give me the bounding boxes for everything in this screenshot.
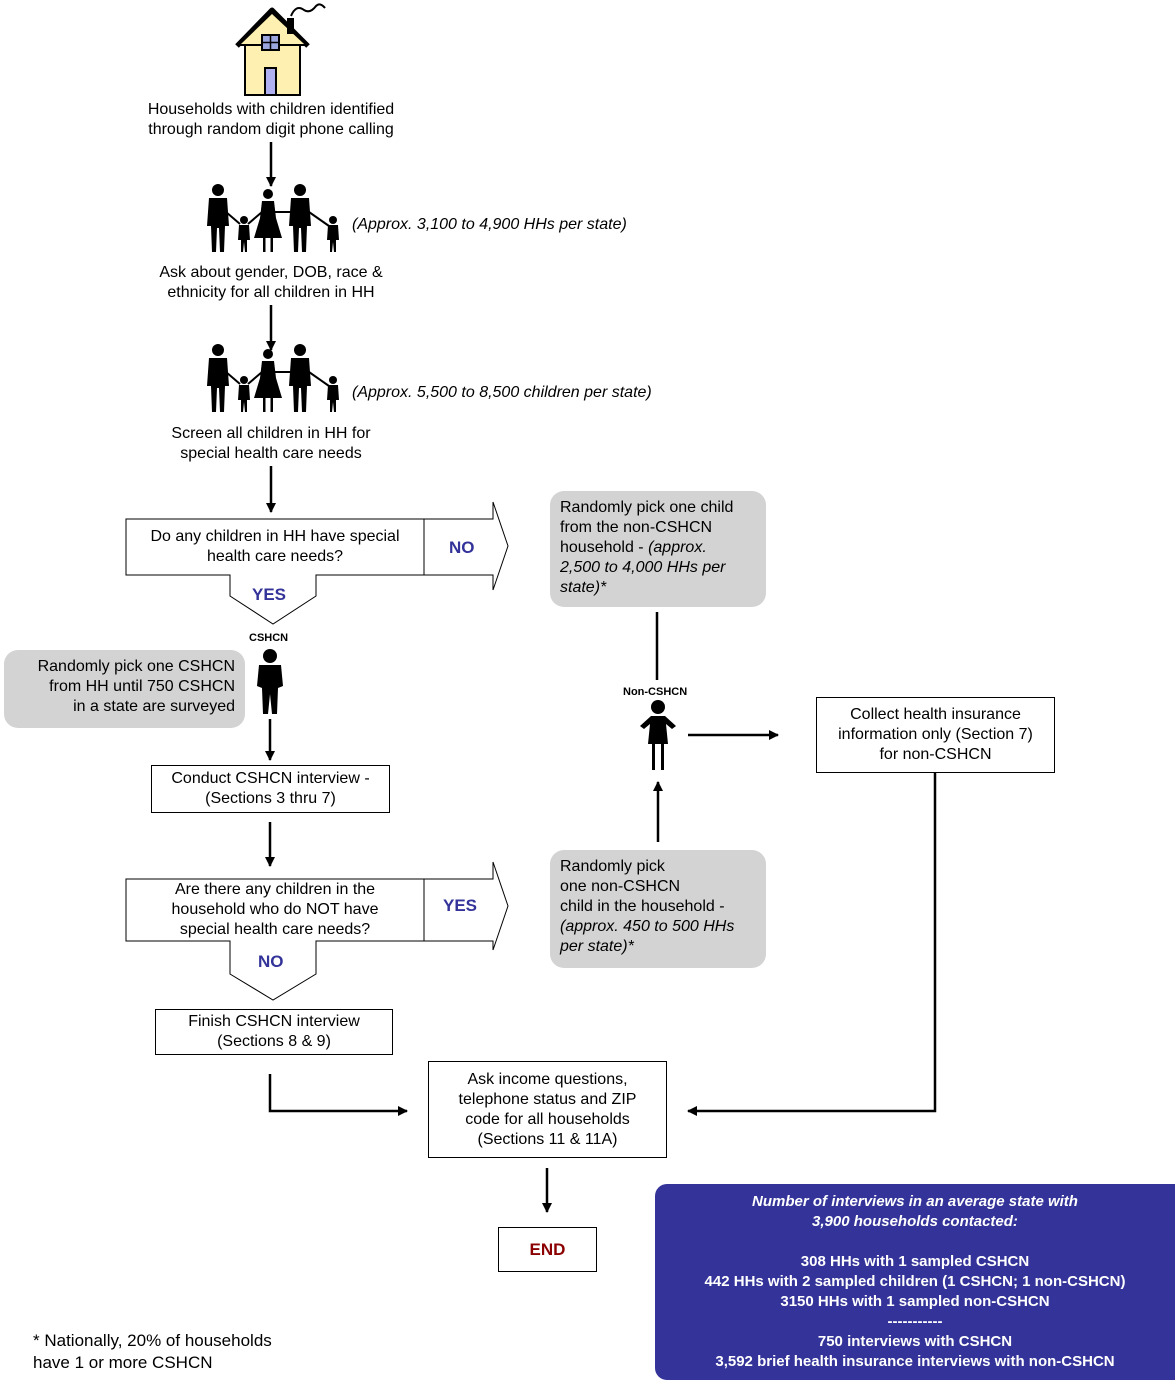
yes-label: YES <box>443 896 478 915</box>
decision-shape <box>125 861 509 1001</box>
pick-non-cshcn-child-box: Randomly pick one non-CSHCN child in the… <box>550 850 766 968</box>
interview-summary-panel: Number of interviews in an average state… <box>655 1184 1175 1380</box>
no-label: NO <box>449 538 475 557</box>
family-icon <box>207 184 339 252</box>
hh-count-note: (Approx. 3,100 to 4,900 HHs per state) <box>352 216 627 233</box>
decision-special-needs: Do any children in HH have special healt… <box>150 528 400 565</box>
elbow-arrow <box>687 773 937 1116</box>
yes-label: YES <box>252 585 287 604</box>
children-count-note: (Approx. 5,500 to 8,500 children per sta… <box>352 384 652 401</box>
decision-shape <box>125 501 509 625</box>
child-figure-icon <box>257 649 283 714</box>
cshcn-label: CSHCN <box>249 632 289 644</box>
step-ask-demographics: Ask about gender, DOB, race & ethnicity … <box>159 264 383 301</box>
pick-non-cshcn-box: Randomly pick one child from the non-CSH… <box>550 491 766 607</box>
income-questions-box: Ask income questions, telephone status a… <box>428 1061 667 1158</box>
no-label: NO <box>258 952 284 971</box>
end-box: END <box>498 1227 597 1272</box>
decision-non-cshcn: Are there any children in the household … <box>171 881 379 938</box>
elbow-arrow <box>268 1074 408 1116</box>
family-icon <box>207 344 339 412</box>
girl-figure-icon <box>640 700 676 770</box>
collect-insurance-box: Collect health insurance information onl… <box>816 697 1055 773</box>
step-households: Households with children identified thro… <box>147 101 395 138</box>
step-screen-children: Screen all children in HH for special he… <box>171 425 371 462</box>
conduct-interview-box: Conduct CSHCN interview - (Sections 3 th… <box>151 765 390 813</box>
footnote: * Nationally, 20% of households have 1 o… <box>33 1331 272 1372</box>
finish-interview-box: Finish CSHCN interview (Sections 8 & 9) <box>155 1009 393 1055</box>
pick-cshcn-box: Randomly pick one CSHCN from HH until 75… <box>4 650 245 728</box>
house-icon <box>235 3 326 96</box>
non-cshcn-label: Non-CSHCN <box>623 686 688 698</box>
